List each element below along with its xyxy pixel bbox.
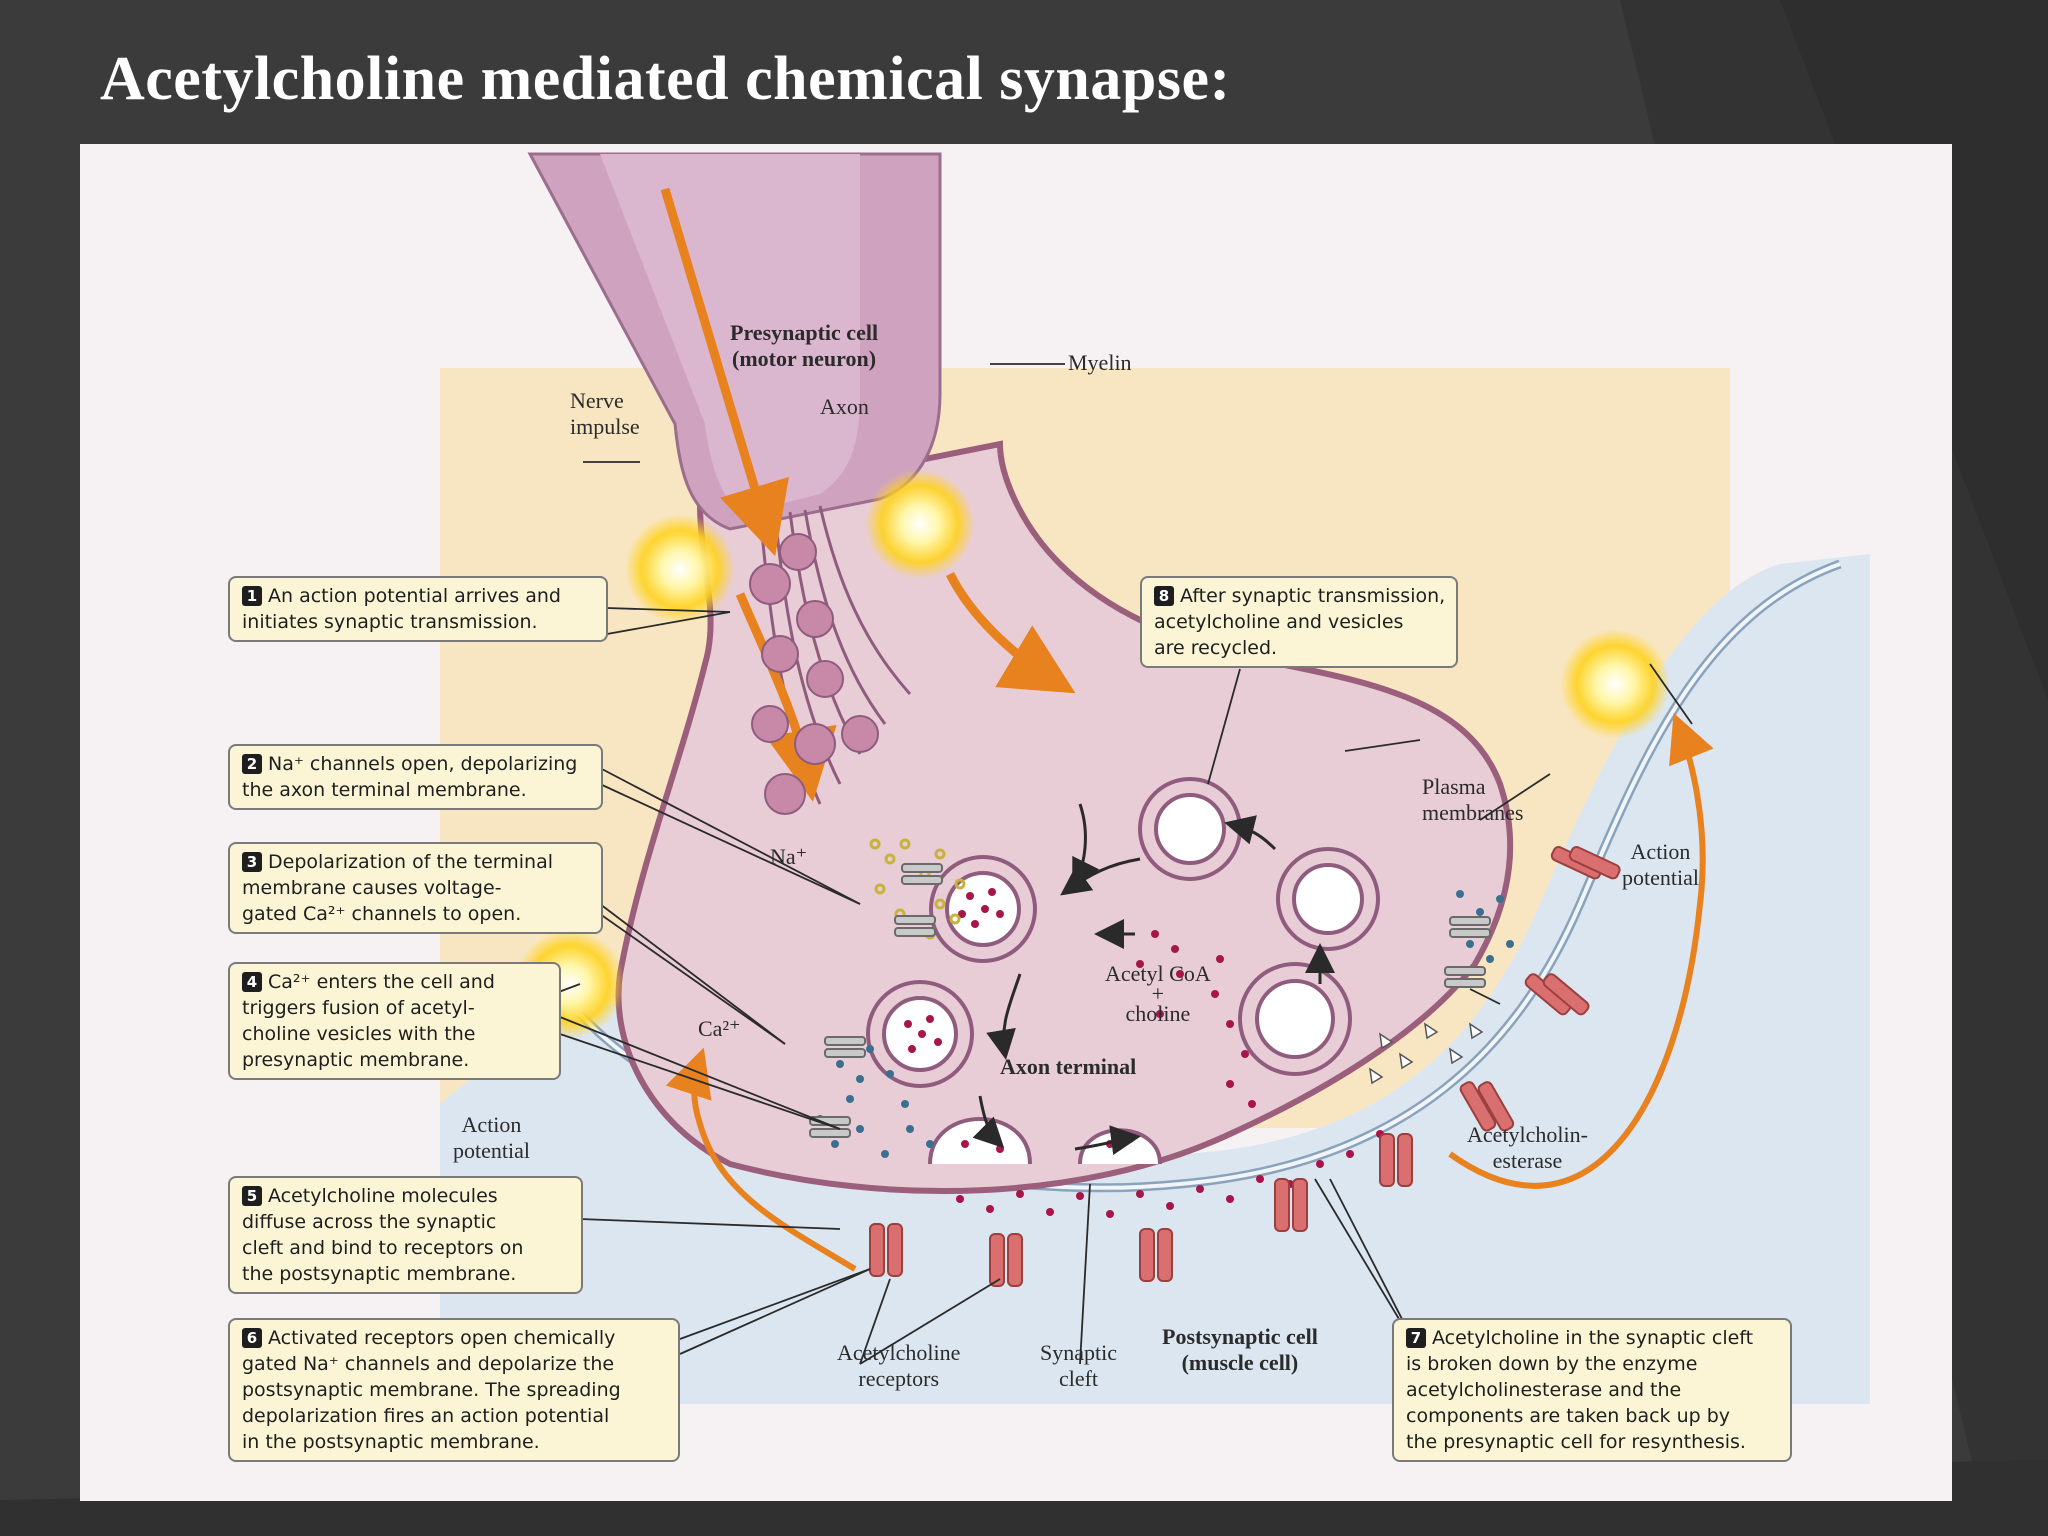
step-text-6: Activated receptors open chemically gate… bbox=[242, 1327, 621, 1453]
callout-leaders bbox=[499, 363, 1693, 1365]
myelin-label: Myelin bbox=[1068, 350, 1132, 375]
synaptic-cleft-label: Synaptic cleft bbox=[1040, 1340, 1117, 1391]
postsynaptic-action-potential-arrows bbox=[665, 712, 1714, 1272]
step-number-2: 2 bbox=[242, 754, 262, 774]
acetylcholine-receptors-label: Acetylcholine receptors bbox=[837, 1340, 961, 1391]
flow-arrows bbox=[972, 803, 1335, 1156]
nerve-impulse-label: Nerve impulse bbox=[570, 388, 640, 439]
step-number-6: 6 bbox=[242, 1328, 262, 1348]
action-potential-label-left: Action potential bbox=[453, 1112, 530, 1163]
plasma-membranes-label: Plasma membranes bbox=[1422, 774, 1524, 825]
presynaptic-cell-label: Presynaptic cell (motor neuron) bbox=[730, 320, 879, 371]
calcium-ion-label: Ca²⁺ bbox=[698, 1016, 741, 1041]
step-text-4: Ca²⁺ enters the cell and triggers fusion… bbox=[242, 971, 495, 1071]
synaptic-vesicles bbox=[749, 533, 879, 815]
synapse-illustration bbox=[440, 152, 1870, 1404]
step-text-1: An action potential arrives and initiate… bbox=[242, 585, 561, 633]
step-text-7: Acetylcholine in the synaptic cleft is b… bbox=[1406, 1327, 1754, 1453]
slide-title: Acetylcholine mediated chemical synapse: bbox=[100, 45, 1231, 113]
step-text-8: After synaptic transmission, acetylcholi… bbox=[1154, 585, 1446, 659]
axon-core bbox=[600, 154, 860, 514]
axon-terminal-label: Axon terminal bbox=[1000, 1054, 1137, 1079]
step-text-2: Na⁺ channels open, depolarizing the axon… bbox=[242, 753, 578, 801]
sodium-ions bbox=[869, 838, 966, 940]
postsynaptic-cell-body bbox=[440, 554, 1870, 1404]
step-number-7: 7 bbox=[1406, 1328, 1426, 1348]
synapse-figure: Presynaptic cell (motor neuron) Axon Mye… bbox=[80, 144, 1952, 1501]
step-number-3: 3 bbox=[242, 852, 262, 872]
step-number-8: 8 bbox=[1154, 586, 1174, 606]
sodium-ion-label: Na⁺ bbox=[770, 844, 808, 869]
presynaptic-ion-channels bbox=[809, 863, 1491, 1138]
acetylcholine-receptor-marks bbox=[869, 846, 1621, 1287]
step-number-4: 4 bbox=[242, 972, 262, 992]
step-number-1: 1 bbox=[242, 586, 262, 606]
acetyl-coa-choline-label: Acetyl CoA + choline bbox=[1105, 961, 1211, 1026]
step-number-5: 5 bbox=[242, 1186, 262, 1206]
step-text-3: Depolarization of the terminal membrane … bbox=[242, 851, 554, 925]
postsynaptic-cell-label: Postsynaptic cell (muscle cell) bbox=[1162, 1324, 1318, 1375]
acetylcholinesterase-label: Acetylcholin- esterase bbox=[1467, 1122, 1588, 1173]
axon-label: Axon bbox=[820, 394, 869, 419]
step-text-5: Acetylcholine molecules diffuse across t… bbox=[242, 1185, 524, 1285]
action-potential-label-right: Action potential bbox=[1622, 839, 1699, 890]
acetylcholinesterase-marks bbox=[1369, 1022, 1484, 1085]
